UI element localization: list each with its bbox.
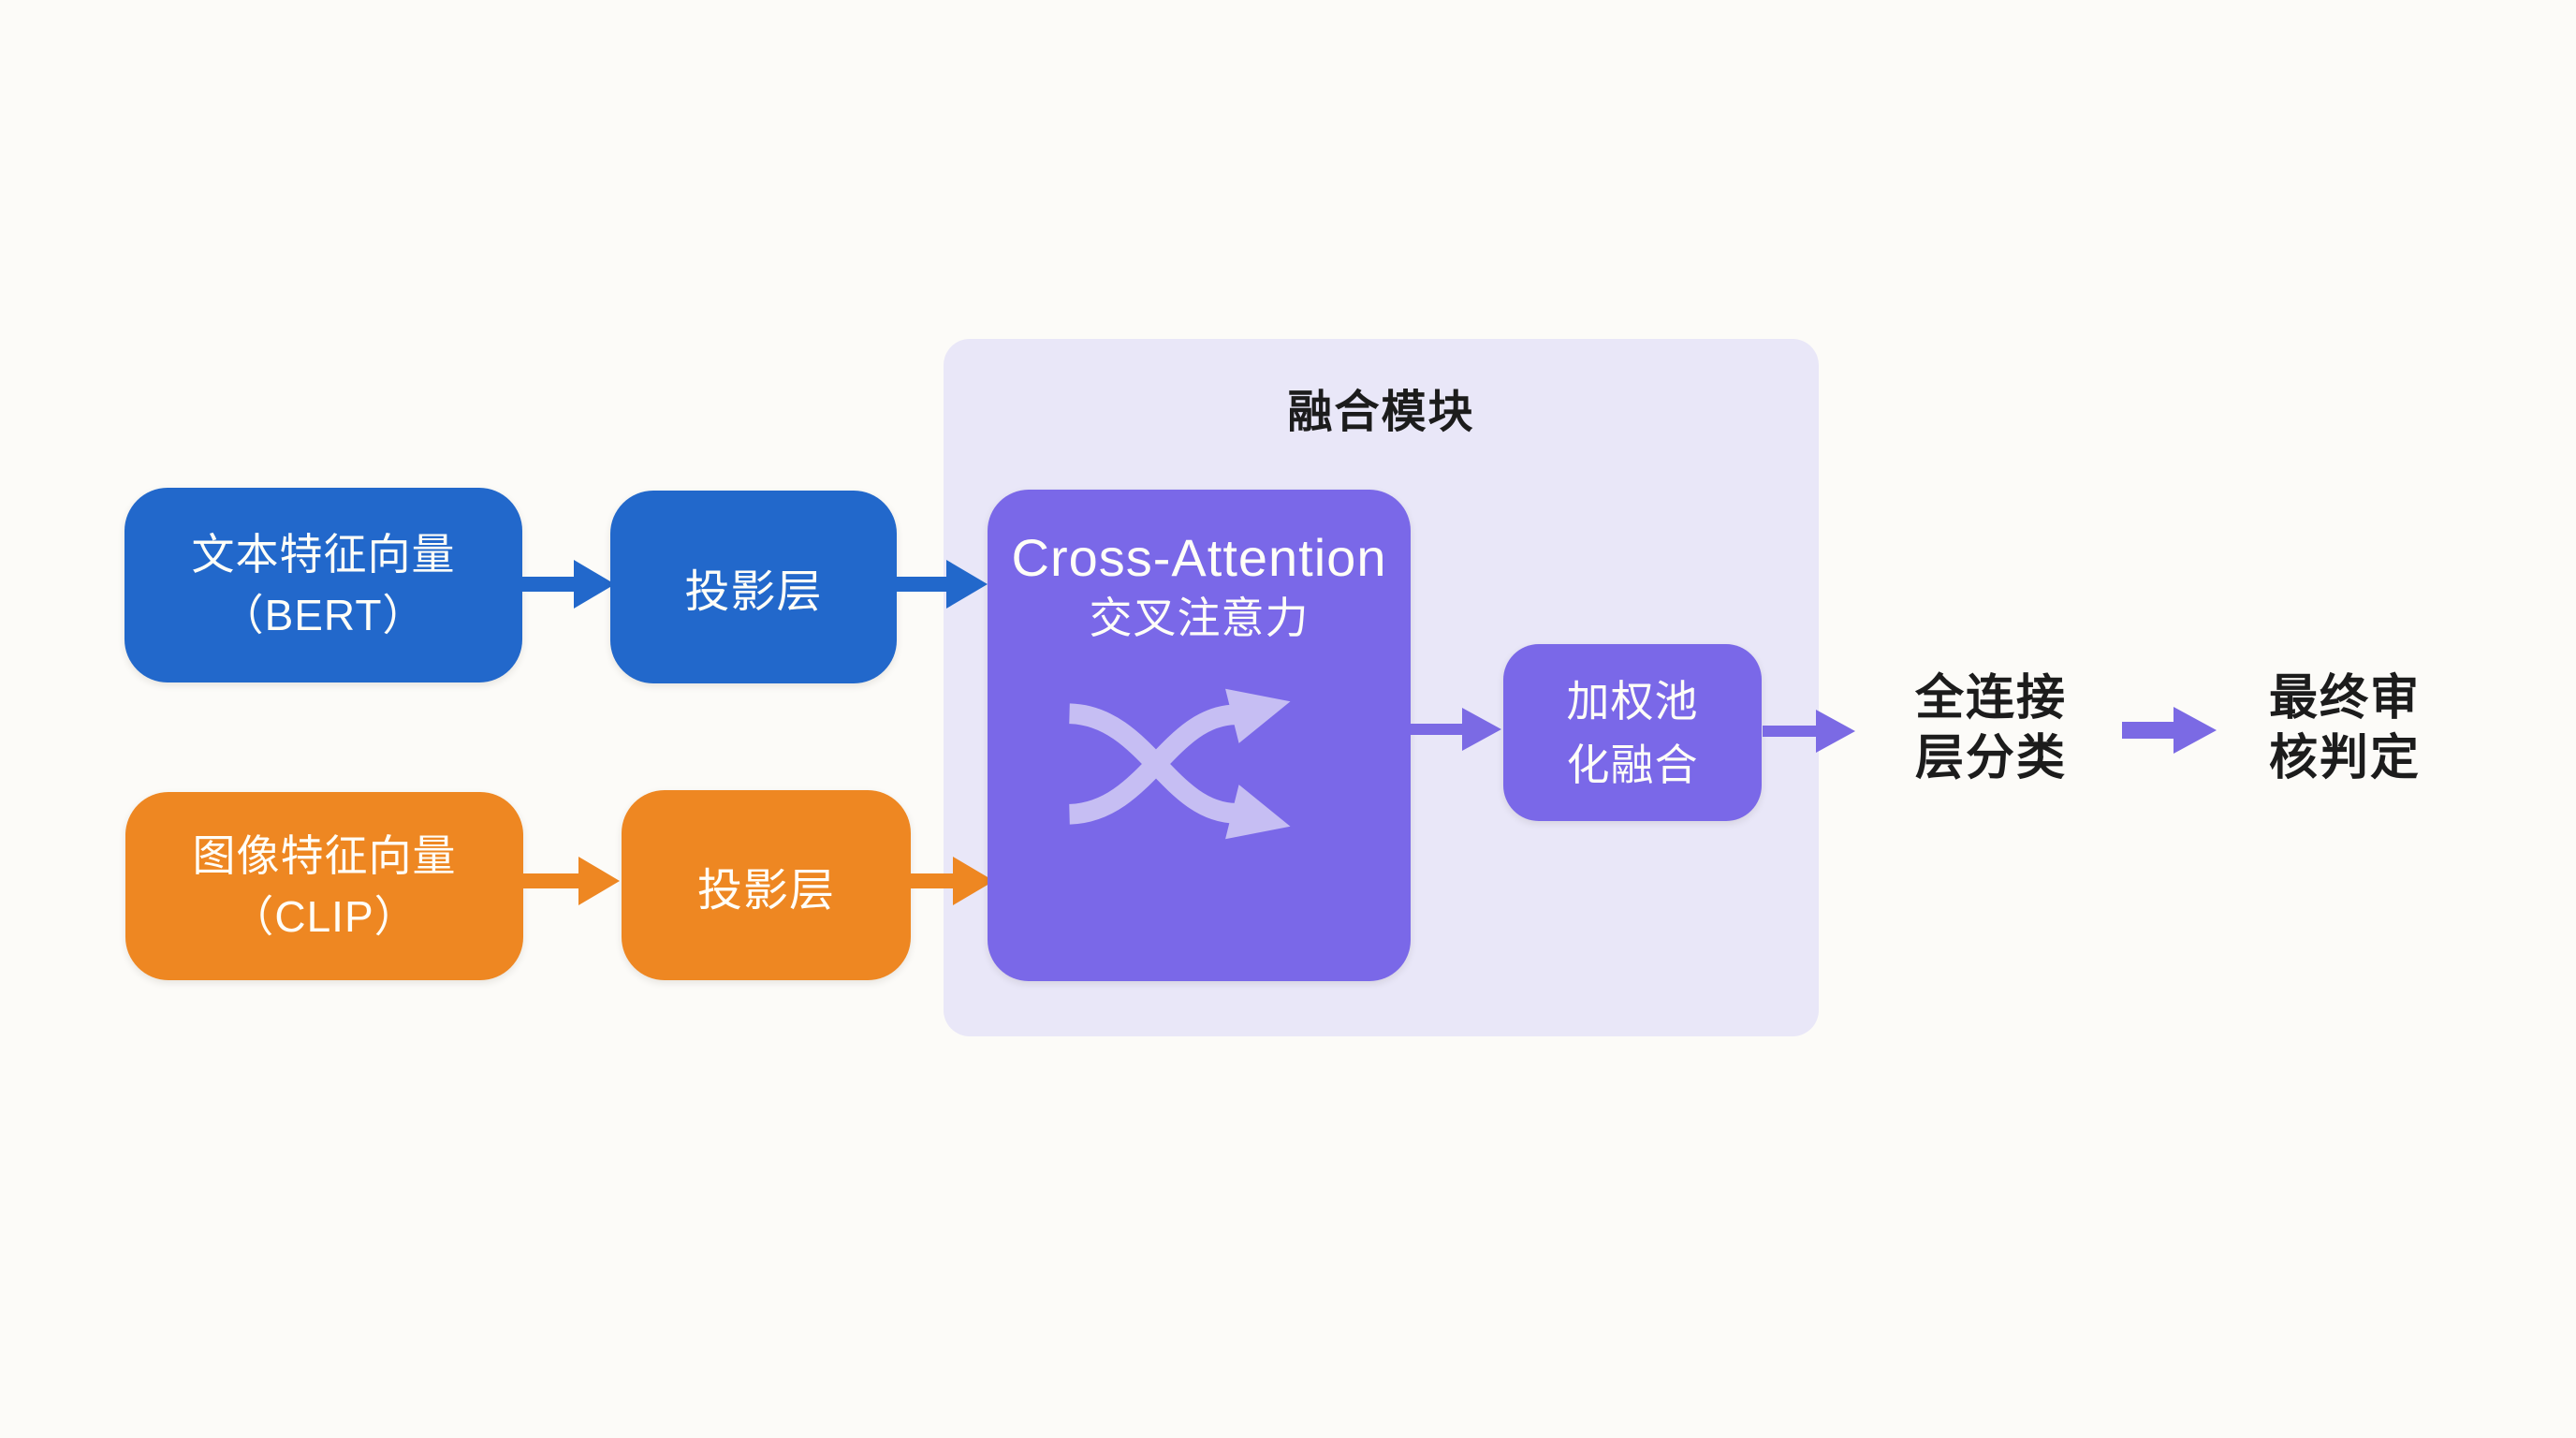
- arrow-shaft: [1763, 726, 1816, 737]
- arrow-shaft: [895, 577, 946, 592]
- shuffle-arrows-icon: [1068, 688, 1291, 840]
- node-label: 投影层: [696, 865, 835, 916]
- node-sublabel: 化融合: [1566, 740, 1699, 789]
- arrow-head-icon: [953, 857, 994, 905]
- arrow-head-icon: [578, 857, 620, 905]
- arrow-head-icon: [574, 560, 615, 609]
- label-fully-connected-classifier: 全连接 层分类: [1898, 668, 2084, 788]
- node-label: Cross-Attention: [1011, 528, 1387, 587]
- node-label: 加权池: [1566, 676, 1699, 726]
- node-cross-attention: Cross-Attention 交叉注意力: [988, 490, 1411, 981]
- arrow-image-projection-to-cross-attention: [909, 857, 994, 905]
- node-image-feature-vector: 图像特征向量 （CLIP）: [125, 792, 523, 980]
- node-weighted-pooling-fusion: 加权池 化融合: [1503, 644, 1762, 821]
- node-label: 投影层: [684, 567, 823, 617]
- label-line: 层分类: [1914, 731, 2067, 785]
- arrow-fc-to-final-decision: [2122, 707, 2217, 754]
- arrow-shaft: [521, 873, 578, 888]
- arrow-shaft: [520, 577, 574, 592]
- node-sublabel: （CLIP）: [230, 891, 418, 941]
- arrow-shaft: [909, 873, 953, 888]
- label-final-review-decision: 最终审 核判定: [2252, 668, 2437, 788]
- arrow-image-to-projection: [521, 857, 620, 905]
- label-line: 核判定: [2268, 731, 2421, 785]
- arrow-head-icon: [2174, 707, 2217, 754]
- arrow-head-icon: [1816, 710, 1855, 753]
- arrow-pooling-to-fc-classifier: [1763, 710, 1855, 753]
- arrow-cross-attention-to-pooling: [1411, 708, 1501, 751]
- arrow-text-projection-to-cross-attention: [895, 560, 988, 609]
- label-line: 全连接: [1914, 671, 2067, 726]
- label-line: 最终审: [2268, 671, 2421, 726]
- arrow-shaft: [1411, 724, 1462, 735]
- node-text-feature-vector: 文本特征向量 （BERT）: [124, 488, 522, 682]
- arrow-head-icon: [1462, 708, 1501, 751]
- node-label: 文本特征向量: [191, 530, 456, 579]
- fusion-module-title: 融合模块: [1287, 388, 1475, 437]
- node-text-projection-layer: 投影层: [610, 491, 897, 683]
- node-sublabel: 交叉注意力: [1089, 594, 1310, 642]
- arrow-shaft: [2122, 722, 2174, 739]
- node-label: 图像特征向量: [192, 830, 457, 880]
- node-image-projection-layer: 投影层: [622, 790, 911, 980]
- arrow-head-icon: [946, 560, 988, 609]
- node-sublabel: （BERT）: [220, 591, 427, 639]
- arrow-text-to-projection: [520, 560, 615, 609]
